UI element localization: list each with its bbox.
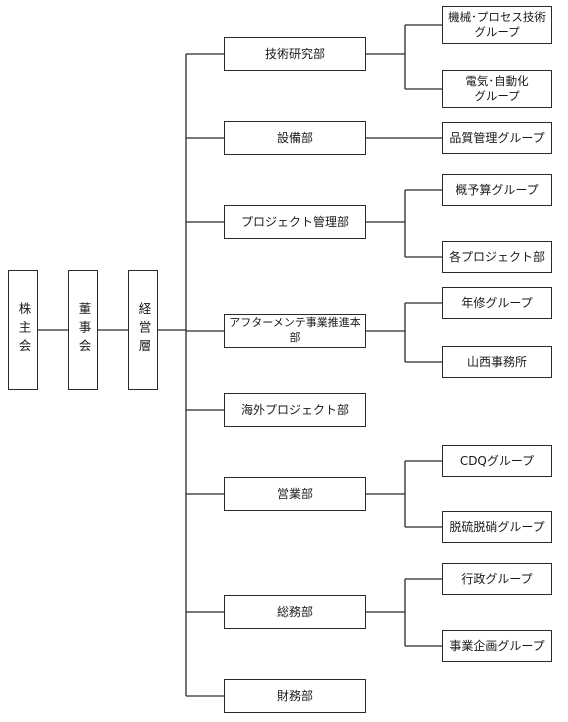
group-annual-repair: 年修グループ xyxy=(442,287,552,319)
dept-tech-research: 技術研究部 xyxy=(224,37,366,71)
group-desulfurization-denitration: 脱硫脱硝グループ xyxy=(442,511,552,543)
dept-label: 設備部 xyxy=(276,130,313,145)
dept-label: 技術研究部 xyxy=(264,46,325,61)
group-administration: 行政グループ xyxy=(442,563,552,595)
dept-overseas-project: 海外プロジェクト部 xyxy=(224,393,366,427)
dept-sales: 営業部 xyxy=(224,477,366,511)
dept-label: 営業部 xyxy=(276,486,313,501)
group-label: 行政グループ xyxy=(461,571,533,586)
group-shanxi-office: 山西事務所 xyxy=(442,346,552,378)
dept-label: プロジェクト管理部 xyxy=(240,214,349,229)
group-label: 電気･自動化 グループ xyxy=(465,74,529,103)
node-label: 経営層 xyxy=(136,302,152,358)
dept-label: 財務部 xyxy=(276,688,313,703)
node-shareholders: 株主会 xyxy=(8,270,38,390)
dept-equipment: 設備部 xyxy=(224,121,366,155)
group-budget: 概予算グループ xyxy=(442,174,552,206)
group-label: 概予算グループ xyxy=(455,182,539,197)
group-each-project: 各プロジェクト部 xyxy=(442,241,552,273)
group-label: 脱硫脱硝グループ xyxy=(449,519,545,534)
dept-general-affairs: 総務部 xyxy=(224,595,366,629)
group-label: CDQグループ xyxy=(459,453,535,468)
node-label: 董事会 xyxy=(76,302,92,358)
group-label: 品質管理グループ xyxy=(449,130,545,145)
group-quality-control: 品質管理グループ xyxy=(442,122,552,154)
dept-finance: 財務部 xyxy=(224,679,366,713)
group-cdq: CDQグループ xyxy=(442,445,552,477)
dept-label: 海外プロジェクト部 xyxy=(240,402,349,417)
group-label: 山西事務所 xyxy=(466,354,527,369)
group-electric-automation: 電気･自動化 グループ xyxy=(442,70,552,108)
group-label: 各プロジェクト部 xyxy=(448,249,545,264)
group-label: 事業企画グループ xyxy=(449,638,545,653)
dept-label: アフターメンテ事業推進本部 xyxy=(229,316,361,344)
node-label: 株主会 xyxy=(16,302,32,358)
group-label: 年修グループ xyxy=(461,295,533,310)
group-mech-process: 機械･プロセス技術 グループ xyxy=(442,6,552,44)
dept-label: 総務部 xyxy=(276,604,313,619)
group-business-planning: 事業企画グループ xyxy=(442,630,552,662)
group-label: 機械･プロセス技術 グループ xyxy=(448,10,546,39)
node-board: 董事会 xyxy=(68,270,98,390)
dept-project-management: プロジェクト管理部 xyxy=(224,205,366,239)
dept-after-maintenance: アフターメンテ事業推進本部 xyxy=(224,314,366,348)
node-management: 経営層 xyxy=(128,270,158,390)
